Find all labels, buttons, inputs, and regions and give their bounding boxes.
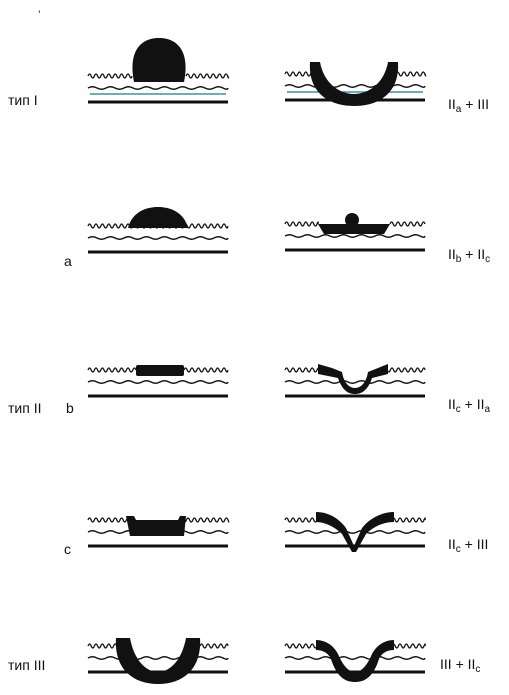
combo-label-1: IIa + III: [448, 96, 489, 118]
combo-2-op: +: [465, 246, 474, 262]
row4-right-lesion-ulcerated: [316, 512, 394, 552]
stray-tick-mark: ’: [38, 8, 41, 22]
combo-5-right: II: [467, 656, 476, 672]
row2-right-epithelium-right: [389, 221, 426, 227]
combo-5-op: +: [455, 656, 464, 672]
row4-left-lesion-depressed: [126, 516, 186, 536]
combo-4-op: +: [464, 536, 473, 552]
combo-label-2: IIb + IIc: [448, 246, 490, 268]
combo-4-left: II: [448, 536, 456, 552]
combo-2-left-sub: b: [455, 254, 462, 265]
combo-1-right: III: [477, 96, 489, 112]
row2-left-basement-membrane: [87, 236, 229, 240]
combo-label-4: IIc + III: [448, 536, 488, 558]
row1-right-basement-membrane: [284, 84, 426, 88]
row5-left-lesion-excavated: [115, 638, 201, 684]
row1-left-lesion-protruded: [132, 38, 186, 82]
row3-left-basement-membrane: [87, 380, 229, 384]
row2-right-epithelium-left: [284, 221, 319, 227]
row2-left-lesion-elevated: [128, 207, 188, 228]
label-subtype-c: c: [64, 541, 71, 557]
row5-right-epithelium-right: [391, 643, 426, 649]
row5-left-epithelium-left: [87, 643, 119, 649]
combo-2-right: II: [477, 246, 486, 262]
combo-3-left: II: [448, 396, 456, 412]
combo-2-left: II: [448, 246, 456, 262]
combo-label-5: III + IIc: [440, 656, 480, 678]
row4-left-epithelium-left: [87, 517, 132, 523]
row1-left-epithelium-right: [185, 73, 230, 79]
row4-right-epithelium-right: [391, 517, 426, 523]
row4-right-basement-membrane: [284, 530, 426, 534]
combo-3-op: +: [464, 396, 473, 412]
label-type-i: тип I: [8, 92, 38, 108]
combo-1-op: +: [465, 96, 474, 112]
label-type-iii: тип III: [8, 657, 46, 673]
row5-right-lesion-ulcer-depressed: [316, 640, 394, 682]
row3-right-epithelium-right: [383, 367, 426, 373]
combo-label-3: IIc + IIa: [448, 396, 490, 418]
label-subtype-b: b: [66, 400, 74, 416]
row3-left-lesion-flat: [136, 365, 184, 376]
row4-right-epithelium-left: [284, 517, 319, 523]
combo-3-right-sub: a: [484, 404, 491, 415]
combo-1-left-sub: a: [455, 104, 462, 115]
row1-right-lesion-ulcer: [309, 62, 399, 106]
row5-left-basement-membrane: [87, 656, 229, 660]
row1-right-epithelium-right: [395, 71, 427, 77]
row3-left-epithelium-right: [183, 367, 229, 373]
lesion-figures: [87, 38, 427, 684]
label-type-ii: тип II: [8, 400, 42, 416]
row2-right-lesion-nodule: [345, 213, 359, 227]
row3-right-epithelium-left: [284, 367, 321, 373]
row5-right-basement-membrane: [284, 656, 426, 660]
combo-1-left: II: [448, 96, 456, 112]
row3-left-epithelium-left: [87, 367, 137, 373]
combo-4-left-sub: c: [455, 544, 461, 555]
row4-left-epithelium-right: [179, 517, 230, 523]
combo-3-left-sub: c: [455, 404, 461, 415]
combo-5-right-sub: c: [475, 664, 481, 675]
combo-4-right: III: [476, 536, 489, 552]
row2-right-basement-membrane: [284, 234, 426, 238]
combo-5-left: III: [440, 656, 452, 672]
row5-left-epithelium-right: [199, 643, 229, 649]
combo-3-right: II: [476, 396, 485, 412]
row1-left-basement-membrane: [87, 86, 229, 90]
combo-2-right-sub: c: [485, 254, 491, 265]
row2-right-lesion-flat: [318, 224, 390, 234]
row3-right-basement-membrane: [284, 380, 426, 384]
row3-right-lesion-depressed: [318, 364, 388, 394]
row1-right-epithelium-left: [284, 71, 313, 77]
row5-right-epithelium-left: [284, 643, 319, 649]
label-subtype-a: a: [64, 253, 72, 269]
row1-left-epithelium-left: [87, 73, 133, 79]
